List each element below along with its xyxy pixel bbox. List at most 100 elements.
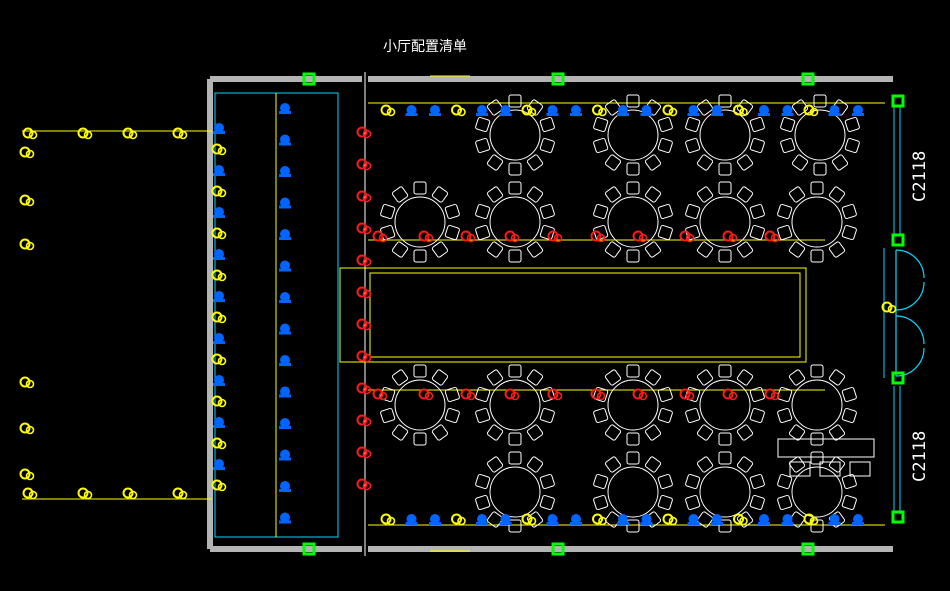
chair-bottom: [546, 514, 559, 525]
column: [891, 233, 905, 247]
chair-bottom: [711, 514, 723, 525]
chair-bottom: [429, 514, 441, 525]
table-chair: [657, 386, 673, 403]
table-chair: [844, 137, 860, 154]
chair-blue: [279, 323, 291, 335]
table-chair: [718, 249, 732, 263]
chair-red: [547, 388, 563, 401]
table-chair: [444, 203, 460, 220]
chair-top: [828, 105, 841, 116]
table-chair: [718, 519, 732, 533]
table-chair: [475, 473, 491, 490]
chair-wall: [213, 291, 225, 302]
chair-bottom: [803, 513, 819, 526]
table-chair: [696, 369, 714, 386]
table-chair: [508, 364, 522, 378]
column: [551, 542, 565, 556]
table-chair: [593, 203, 609, 220]
table-chair: [831, 154, 849, 171]
chair-yellow: [172, 127, 188, 140]
chair-top: [758, 105, 770, 116]
plan-title: 小厅配置清单: [383, 39, 467, 55]
table-chair: [486, 369, 504, 386]
chair-red: [356, 190, 372, 203]
table-chair: [685, 137, 701, 154]
table-chair: [644, 154, 662, 171]
stage-platform: [339, 267, 807, 363]
chair-entrance: [881, 301, 897, 314]
table-chair: [380, 407, 396, 424]
table-chair: [380, 203, 396, 220]
chair-bottom: [499, 514, 512, 525]
chair-red: [460, 230, 476, 243]
chair-blue: [279, 134, 291, 146]
chair-yellow: [19, 146, 35, 159]
chair-wall: [211, 185, 227, 198]
round-table: [685, 364, 765, 446]
chair-yellow: [19, 194, 35, 207]
table-chair: [813, 162, 827, 176]
chair-top: [546, 105, 559, 116]
table-chair: [626, 519, 640, 533]
round-table: [593, 181, 673, 263]
chair-bottom: [521, 513, 537, 526]
table-chair: [749, 407, 765, 424]
table-chair: [626, 451, 640, 465]
table-chair: [475, 386, 491, 403]
table-chair: [413, 364, 427, 378]
table-chair: [644, 186, 662, 203]
chair-wall: [213, 123, 225, 134]
chair-red: [504, 230, 520, 243]
table-chair: [696, 241, 714, 258]
round-table: [777, 364, 857, 446]
chair-blue: [279, 418, 291, 429]
chair-yellow: [77, 127, 93, 140]
chair-red: [356, 414, 372, 427]
chair-top: [570, 105, 582, 116]
chair-wall: [211, 269, 227, 282]
chair-blue: [279, 166, 291, 177]
table-chair: [657, 203, 673, 220]
table-chair: [539, 407, 555, 424]
table-chair: [604, 99, 622, 116]
chair-yellow: [19, 422, 35, 435]
round-table: [475, 364, 555, 446]
chair-red: [764, 230, 780, 243]
chair-red: [722, 230, 738, 243]
table-chair: [626, 162, 640, 176]
table-chair: [780, 116, 796, 133]
side-table: [777, 438, 875, 477]
chair-top: [405, 105, 418, 116]
round-table: [593, 364, 673, 446]
chair-yellow: [19, 238, 35, 251]
chair-red: [590, 230, 606, 243]
chair-blue: [279, 355, 291, 366]
table-chair: [685, 473, 701, 490]
round-table: [780, 94, 860, 176]
chair-yellow: [122, 127, 138, 140]
table-chair: [685, 116, 701, 133]
table-chair: [604, 369, 622, 386]
table-chair: [813, 94, 827, 108]
chair-red: [356, 222, 372, 235]
table-chair: [788, 186, 806, 203]
table-chair: [475, 224, 491, 241]
table-chair: [736, 424, 754, 441]
table-chair: [526, 154, 544, 171]
chair-yellow: [19, 376, 35, 389]
table-chair: [644, 456, 662, 473]
chair-top: [592, 104, 607, 117]
chair-red: [356, 350, 372, 363]
table-chair: [413, 432, 427, 446]
table-chair: [736, 456, 754, 473]
chair-wall: [211, 227, 227, 240]
table-chair: [508, 181, 522, 195]
chair-red: [356, 126, 372, 139]
table-chair: [508, 432, 522, 446]
table-chair: [486, 99, 504, 116]
table-chair: [791, 154, 809, 171]
table-chair: [777, 203, 793, 220]
table-chair: [444, 407, 460, 424]
chair-red: [418, 388, 434, 401]
table-chair: [526, 369, 544, 386]
